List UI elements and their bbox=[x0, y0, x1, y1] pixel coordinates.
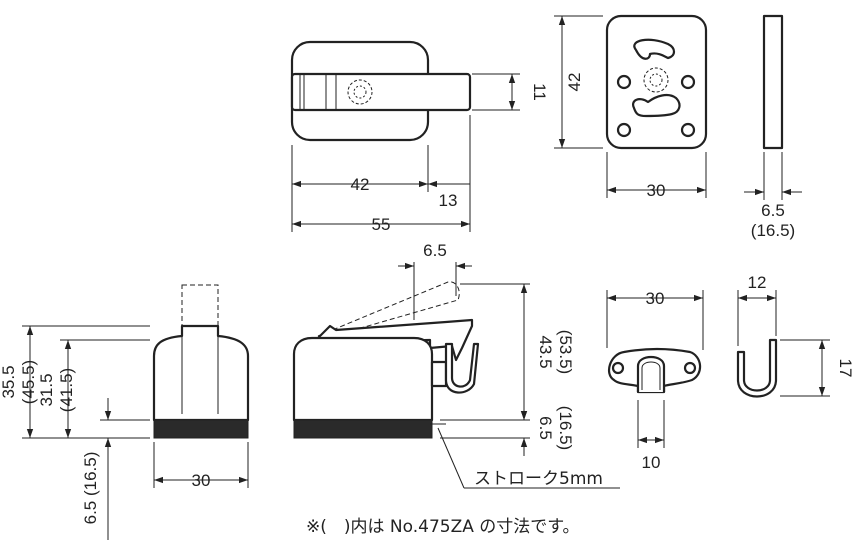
dim-front-base: 6.5 (16.5) bbox=[81, 452, 100, 525]
strike-plate-view: 42 30 bbox=[554, 14, 708, 200]
dim-plate-6-5: 6.5 bbox=[761, 201, 785, 220]
dim-top-42: 42 bbox=[351, 175, 370, 194]
dim-side-6-5-base: 6.5 bbox=[536, 416, 555, 440]
dim-front-41-5: (41.5) bbox=[57, 368, 76, 412]
footnote: ※( )内は No.475ZA の寸法です。 bbox=[306, 517, 580, 537]
dim-top-55: 55 bbox=[372, 215, 391, 234]
dim-front-31-5: 31.5 bbox=[37, 373, 56, 406]
dim-hook-12: 12 bbox=[748, 273, 767, 292]
dim-hook-10: 10 bbox=[642, 453, 661, 472]
dim-hook-17: 17 bbox=[836, 359, 855, 378]
hook-front-view: 30 10 bbox=[606, 289, 704, 472]
dim-side-53-5: (53.5) bbox=[556, 330, 575, 374]
dim-side-43-5: 43.5 bbox=[536, 335, 555, 368]
dim-top-11: 11 bbox=[530, 83, 549, 101]
dim-front-35-5: 35.5 bbox=[0, 365, 18, 398]
dim-hook-30: 30 bbox=[646, 289, 665, 308]
dim-top-13: 13 bbox=[439, 191, 458, 210]
hook-side-view: 12 17 bbox=[736, 273, 855, 398]
side-view: 6.5 43.5 (53.5) 6.5 (16.5) ストローク5mm bbox=[292, 241, 620, 489]
stroke-label: ストローク5mm bbox=[474, 469, 603, 489]
front-view: 35.5 (45.5) 31.5 (41.5) 6.5 (16.5) 30 bbox=[0, 284, 250, 540]
dim-side-6-5: 6.5 bbox=[423, 241, 447, 260]
dim-plate-16-5: (16.5) bbox=[751, 221, 795, 240]
top-view: 42 13 55 11 bbox=[290, 40, 549, 234]
plate-edge-view: 6.5 (16.5) bbox=[744, 14, 802, 240]
dim-plate-30: 30 bbox=[647, 181, 666, 200]
dim-side-16-5-base: (16.5) bbox=[556, 406, 575, 450]
dim-front-30: 30 bbox=[192, 471, 211, 490]
dim-front-45-5: (45.5) bbox=[19, 360, 38, 404]
dim-plate-42: 42 bbox=[565, 73, 584, 92]
